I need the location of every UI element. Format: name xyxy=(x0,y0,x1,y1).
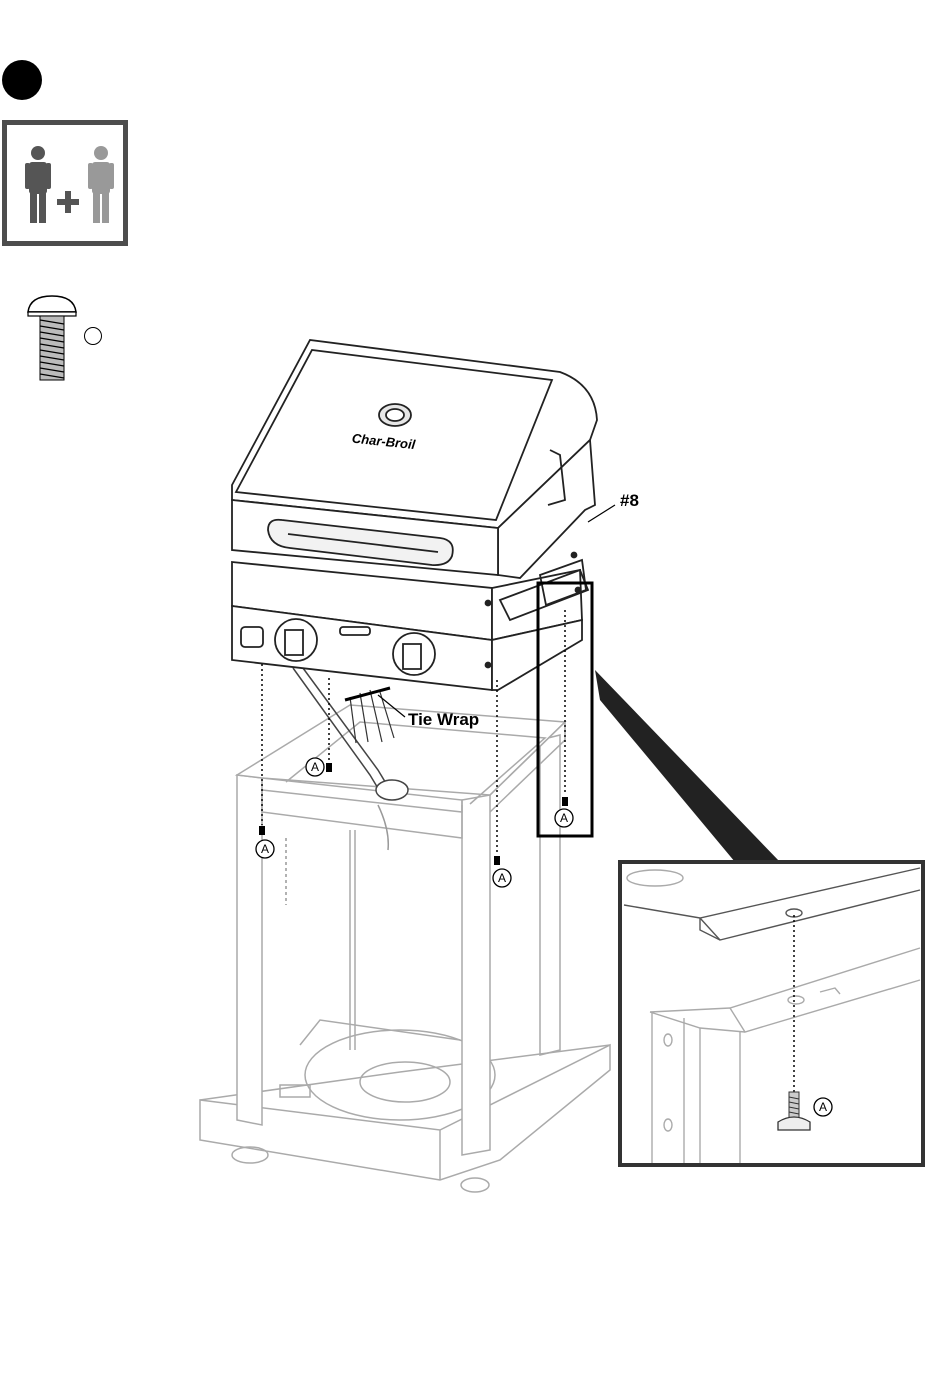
marker-a-3-label: A xyxy=(498,871,506,885)
part-number-label: #8 xyxy=(620,491,639,510)
marker-a-1-label: A xyxy=(311,760,319,774)
grill-head xyxy=(232,340,597,690)
detail-inset: A xyxy=(620,862,923,1165)
part-8-leader xyxy=(588,505,615,522)
marker-a-5-label: A xyxy=(819,1100,827,1114)
marker-a-2-label: A xyxy=(261,842,269,856)
marker-a-4-label: A xyxy=(560,811,568,825)
cart-frame xyxy=(200,705,610,1192)
tie-wrap-label: Tie Wrap xyxy=(408,710,479,729)
zoom-wedge xyxy=(595,670,780,862)
